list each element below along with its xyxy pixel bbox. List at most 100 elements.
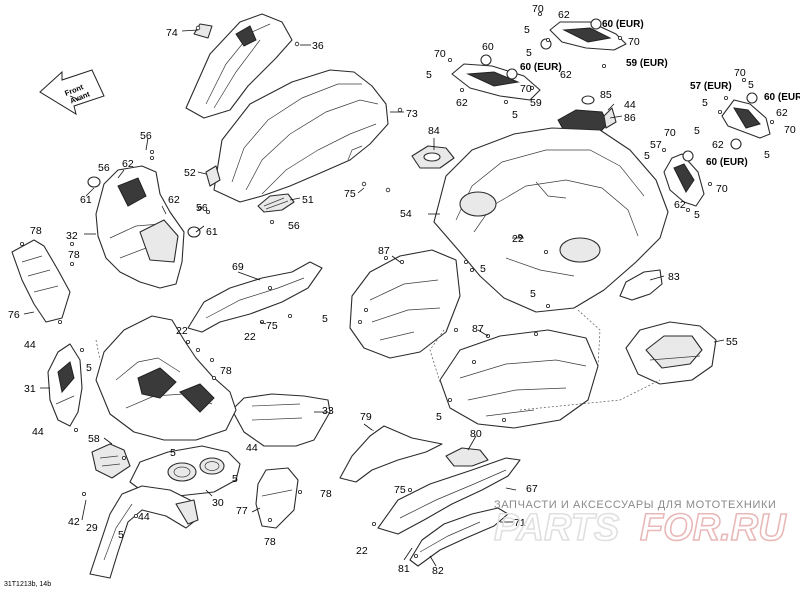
callout-32: 32 bbox=[66, 230, 78, 242]
callout-5-e: 5 bbox=[748, 79, 754, 91]
callout-44-b: 44 bbox=[24, 339, 36, 351]
callout-56-a: 56 bbox=[140, 130, 152, 142]
callout-62-a: 62 bbox=[558, 9, 570, 21]
part-59-taillight-left bbox=[451, 63, 541, 101]
callout-62-b: 62 bbox=[560, 69, 572, 81]
callout-54: 54 bbox=[400, 208, 412, 220]
callout-44-c: 44 bbox=[32, 426, 44, 438]
callout-5-a: 5 bbox=[524, 24, 530, 36]
part-36-upper-fairing bbox=[185, 13, 293, 119]
callout-70-d: 70 bbox=[520, 83, 532, 95]
callout-70-e: 70 bbox=[734, 67, 746, 79]
callout-60eur-c: 60 (EUR) bbox=[764, 92, 800, 103]
callout-70-f: 70 bbox=[784, 124, 796, 136]
callout-5-f: 5 bbox=[702, 97, 708, 109]
callout-70-g: 70 bbox=[664, 127, 676, 139]
part-84-fuel-cap-cover bbox=[411, 145, 455, 169]
callout-60eur-b: 60 (EUR) bbox=[520, 62, 562, 73]
callout-70-c: 70 bbox=[434, 48, 446, 60]
callout-22-d: 22 bbox=[356, 545, 368, 557]
callout-75-b: 75 bbox=[266, 320, 278, 332]
part-67-footrest bbox=[377, 457, 521, 535]
callout-5-d: 5 bbox=[512, 109, 518, 121]
callout-5-k: 5 bbox=[480, 263, 486, 275]
part-60-lens-6 bbox=[730, 138, 742, 150]
callout-5-h: 5 bbox=[764, 149, 770, 161]
callout-86: 86 bbox=[624, 112, 636, 124]
callout-labels: 74 36 73 70 62 60 (EUR) 5 70 60 70 5 60 … bbox=[8, 3, 800, 577]
part-31-left-light-panel bbox=[47, 343, 83, 427]
callout-78-d: 78 bbox=[320, 488, 332, 500]
callout-78-c: 78 bbox=[220, 365, 232, 377]
callout-57eur: 57 (EUR) bbox=[690, 81, 732, 92]
callout-58: 58 bbox=[88, 433, 100, 445]
callout-44-d: 44 bbox=[246, 442, 258, 454]
callout-62-g: 62 bbox=[122, 158, 134, 170]
callout-60eur-d: 60 (EUR) bbox=[706, 157, 748, 168]
callout-52: 52 bbox=[184, 167, 196, 179]
part-60-lens-3 bbox=[480, 54, 492, 66]
callout-22-c: 22 bbox=[244, 331, 256, 343]
part-61-round-cap-upper bbox=[87, 176, 101, 188]
callout-33: 33 bbox=[322, 405, 334, 417]
part-73-front-fender bbox=[213, 69, 389, 203]
callout-73: 73 bbox=[406, 108, 418, 120]
callout-74: 74 bbox=[166, 27, 178, 39]
part-59-eur-taillight-right bbox=[549, 21, 627, 51]
watermark-logo-left: PARTS bbox=[494, 507, 619, 549]
dashed-assembly-lines bbox=[95, 309, 661, 449]
front-direction-arrow: Front Avant bbox=[39, 69, 105, 116]
callout-76: 76 bbox=[8, 309, 20, 321]
callout-78-e: 78 bbox=[264, 536, 276, 548]
callout-70-b: 70 bbox=[628, 36, 640, 48]
part-footwell-left-upper bbox=[349, 249, 461, 359]
callout-61-b: 61 bbox=[206, 226, 218, 238]
part-61-round-cap-lower bbox=[187, 226, 201, 238]
callout-81: 81 bbox=[398, 563, 410, 575]
callout-55: 55 bbox=[726, 336, 738, 348]
callout-5-m: 5 bbox=[322, 313, 328, 325]
watermark-logo-right: FOR.RU bbox=[640, 507, 787, 549]
part-60-lens-5 bbox=[746, 92, 758, 104]
callout-36: 36 bbox=[312, 40, 324, 52]
callout-5-i: 5 bbox=[644, 150, 650, 162]
callout-69: 69 bbox=[232, 261, 244, 273]
callout-5-q: 5 bbox=[232, 473, 238, 485]
callout-79: 79 bbox=[360, 411, 372, 423]
part-32-left-side-panel bbox=[95, 165, 185, 289]
callout-62-d: 62 bbox=[776, 107, 788, 119]
part-80-small-panel bbox=[445, 447, 489, 467]
callout-5-b: 5 bbox=[526, 47, 532, 59]
callout-42: 42 bbox=[68, 516, 80, 528]
part-69-step-panel bbox=[187, 261, 323, 333]
part-60-lens-4 bbox=[506, 68, 518, 80]
callout-70-h: 70 bbox=[716, 183, 728, 195]
callout-77: 77 bbox=[236, 505, 248, 517]
part-76-left-deflector bbox=[11, 239, 71, 323]
callout-78-b: 78 bbox=[68, 249, 80, 261]
part-57-taillight-lower bbox=[663, 153, 705, 207]
callout-60-a: 60 bbox=[482, 41, 494, 53]
callout-62-h: 62 bbox=[168, 194, 180, 206]
callout-5-g: 5 bbox=[694, 125, 700, 137]
callout-5-c: 5 bbox=[426, 69, 432, 81]
callout-67: 67 bbox=[526, 483, 538, 495]
part-front-nose bbox=[95, 315, 237, 441]
callout-56-c: 56 bbox=[196, 202, 208, 214]
part-60-lens-1 bbox=[590, 18, 602, 30]
part-55-rear-storage-tray bbox=[625, 321, 717, 385]
callout-75-a: 75 bbox=[344, 188, 356, 200]
callout-56-d: 56 bbox=[288, 220, 300, 232]
part-60-lens-7 bbox=[682, 150, 694, 162]
callout-5-p: 5 bbox=[170, 447, 176, 459]
part-54-main-body bbox=[433, 127, 669, 313]
callout-85: 85 bbox=[600, 89, 612, 101]
fasteners bbox=[19, 11, 775, 559]
callout-87-a: 87 bbox=[378, 245, 390, 257]
watermark-caption: ЗАПЧАСТИ И АКСЕССУАРЫ ДЛЯ МОТОТЕХНИКИ bbox=[494, 499, 776, 511]
callout-84: 84 bbox=[428, 125, 440, 137]
callout-59: 59 bbox=[530, 97, 542, 109]
callout-60eur-a: 60 (EUR) bbox=[602, 19, 644, 30]
part-58-bracket bbox=[91, 443, 131, 479]
